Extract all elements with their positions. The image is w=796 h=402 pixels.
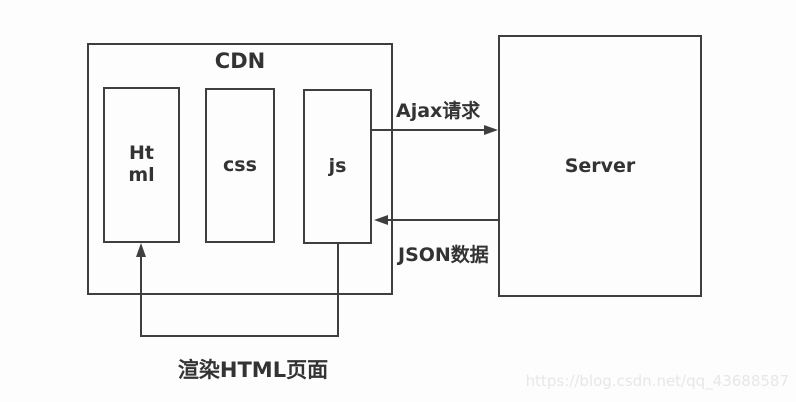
ajax-arrow-label: Ajax请求: [396, 100, 481, 122]
node-css-label: css: [223, 153, 257, 176]
json-arrow-label: JSON数据: [398, 244, 489, 266]
node-css: css: [205, 88, 275, 243]
ajax-arrow-line: [372, 129, 485, 131]
cdn-box: CDN Html css js: [87, 43, 393, 295]
ajax-arrowhead-icon: [484, 125, 498, 135]
render-arrowhead-icon: [136, 243, 146, 257]
render-loop-line-up: [140, 256, 142, 337]
node-html: Html: [103, 87, 180, 243]
render-label: 渲染HTML页面: [177, 358, 329, 382]
server-box: Server: [498, 35, 702, 297]
server-label: Server: [564, 155, 636, 177]
cdn-title: CDN: [214, 49, 266, 73]
watermark-url: https://blog.csdn.net/qq_43688587: [525, 372, 789, 390]
render-loop-line-down: [337, 243, 339, 337]
node-js: js: [303, 89, 372, 244]
node-html-label: Html: [128, 142, 155, 186]
node-js-label: js: [328, 154, 347, 177]
json-arrow-line: [388, 219, 498, 221]
render-loop-line-across: [140, 335, 339, 337]
json-arrowhead-icon: [374, 215, 388, 225]
